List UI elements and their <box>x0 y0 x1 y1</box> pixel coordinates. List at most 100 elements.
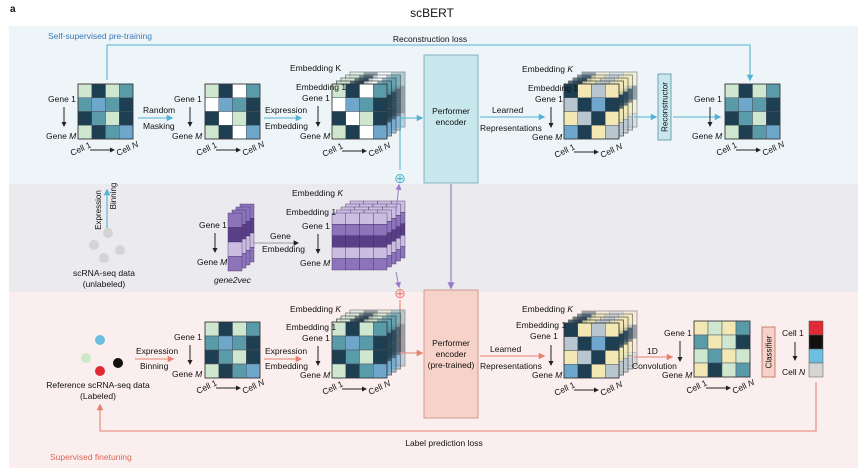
grid-cell <box>232 321 247 337</box>
svg-text:Gene 1: Gene 1 <box>535 94 563 104</box>
grid-cell <box>331 258 346 271</box>
svg-text:Embedding 1: Embedding 1 <box>286 207 336 217</box>
grid-cell <box>605 364 620 379</box>
output-cell-first: Cell 1 <box>782 328 804 338</box>
grid-cell <box>359 349 374 365</box>
panel-letter: a <box>10 4 16 15</box>
grid-cell <box>752 83 767 98</box>
svg-text:Gene 1: Gene 1 <box>694 94 722 104</box>
grid-cell <box>373 111 388 126</box>
grid-cell <box>345 321 360 337</box>
section-label-pretraining: Self-supervised pre-training <box>48 31 152 41</box>
grid-cell <box>735 334 751 350</box>
labeled-expression-matrix <box>204 321 261 379</box>
grid-cell <box>721 320 737 336</box>
grid-cell <box>359 83 374 98</box>
performer-encoder <box>423 54 479 184</box>
grid-cell <box>227 241 243 257</box>
svg-text:Gene M: Gene M <box>197 257 228 267</box>
grid-cell <box>563 322 620 379</box>
representations-label: Representations <box>480 123 542 133</box>
grid-cell <box>766 97 781 112</box>
svg-text:Embedding K: Embedding K <box>290 304 341 314</box>
convolution-label: Convolution <box>632 361 677 371</box>
grid-cell <box>359 224 374 236</box>
grid-cell <box>91 83 106 98</box>
grid-cell <box>591 83 606 98</box>
grid-cell <box>563 350 578 365</box>
grid-cell <box>232 363 247 379</box>
grid-cell <box>605 336 620 351</box>
grid-cell <box>563 83 620 140</box>
grid-cell <box>232 97 247 112</box>
svg-text:Gene M: Gene M <box>662 370 693 380</box>
grid-cell <box>766 111 781 126</box>
section-label-finetuning: Supervised finetuning <box>50 452 132 462</box>
grid-cell <box>373 97 388 112</box>
grid-cell <box>204 349 219 365</box>
grid-cell <box>373 83 388 98</box>
grid-cell <box>724 83 739 98</box>
grid-cell <box>752 97 767 112</box>
svg-text:Embedding K: Embedding K <box>522 304 573 314</box>
grid-cell <box>591 97 606 112</box>
grid-cell <box>218 363 233 379</box>
reconstructor-box <box>657 73 672 141</box>
svg-text:Embedding 1: Embedding 1 <box>296 82 346 92</box>
grid-cell <box>373 235 388 248</box>
figure-title: scBERT <box>410 6 454 20</box>
grid-cell <box>359 321 374 337</box>
svg-text:Embedding K: Embedding K <box>292 188 343 198</box>
grid-cell <box>77 111 92 126</box>
grid-cell <box>605 322 620 337</box>
grid-cell <box>105 111 120 126</box>
gene-embedding-stack <box>331 200 406 271</box>
svg-text:Gene 1: Gene 1 <box>302 93 330 103</box>
masking-label: Masking <box>143 121 175 131</box>
svg-text:Gene M: Gene M <box>172 369 203 379</box>
svg-text:Gene M: Gene M <box>532 370 563 380</box>
grid-cell <box>373 349 388 365</box>
grid-cell <box>204 335 219 351</box>
reconstructor-label: Reconstructor <box>661 82 670 132</box>
random-label: Random <box>143 105 175 115</box>
grid-cell <box>707 334 723 350</box>
grid-cell <box>331 246 346 259</box>
grid-cell <box>77 125 92 140</box>
grid-cell <box>563 97 578 112</box>
label-prediction-loss-label: Label prediction loss <box>405 438 483 448</box>
grid-cell <box>345 246 360 259</box>
grid-cell <box>591 336 606 351</box>
grid-cell <box>605 97 620 112</box>
svg-text:Gene M: Gene M <box>300 370 331 380</box>
matrix1-axes: Gene 1 Gene M Cell 1 Cell N <box>46 94 141 158</box>
grid-cell <box>204 321 219 337</box>
gene-label: Gene <box>270 231 291 241</box>
grid-cell <box>359 235 374 248</box>
ft-learned-label: Learned <box>490 344 521 354</box>
grid-cell <box>345 363 360 379</box>
grid-cell <box>693 320 751 378</box>
grid-cell <box>373 224 388 236</box>
grid-cell <box>373 246 388 259</box>
convolution-output-matrix <box>693 320 751 378</box>
grid-cell <box>331 111 346 126</box>
grid-cell <box>577 322 592 337</box>
unlabeled-data-label-1: scRNA-seq data <box>73 268 135 278</box>
unlabeled-data-label-2: (unlabeled) <box>83 279 126 289</box>
grid-cell <box>345 111 360 126</box>
embedding-stack-top <box>331 71 406 140</box>
grid-cell <box>232 349 247 365</box>
grid-cell <box>735 362 751 378</box>
grid-cell <box>91 97 106 112</box>
grid-cell <box>218 321 233 337</box>
grid-cell <box>724 111 739 126</box>
grid-cell <box>331 97 346 112</box>
grid-cell <box>232 335 247 351</box>
grid-cell <box>707 348 723 364</box>
grid-cell <box>105 125 120 140</box>
pretrained-performer-encoder <box>423 289 479 419</box>
grid-cell <box>218 335 233 351</box>
grid-cell <box>373 321 388 337</box>
ft-representations-label: Representations <box>480 361 542 371</box>
